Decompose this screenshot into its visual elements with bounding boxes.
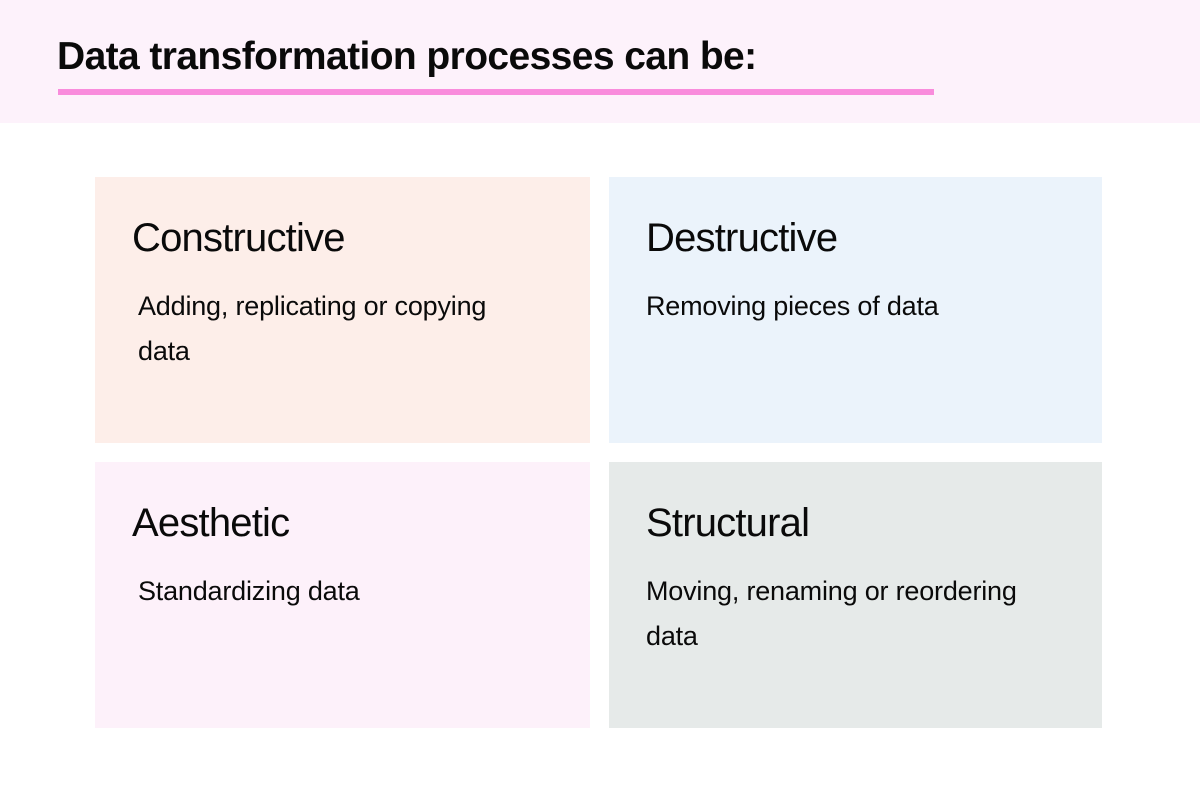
card-title: Constructive: [132, 216, 346, 260]
header-band: Data transformation processes can be:: [0, 0, 1200, 123]
card-constructive[interactable]: Constructive Adding, replicating or copy…: [95, 177, 590, 443]
title-underline-accent: [58, 89, 934, 95]
card-title: Destructive: [646, 216, 838, 260]
page-title: Data transformation processes can be:: [57, 35, 757, 78]
card-aesthetic[interactable]: Aesthetic Standardizing data: [95, 462, 590, 728]
card-description: Moving, renaming or reordering data: [646, 576, 1017, 651]
card-structural[interactable]: Structural Moving, renaming or reorderin…: [609, 462, 1102, 728]
card-destructive[interactable]: Destructive Removing pieces of data: [609, 177, 1102, 443]
card-grid: Constructive Adding, replicating or copy…: [95, 177, 1102, 728]
card-description: Removing pieces of data: [646, 291, 939, 321]
card-title: Aesthetic: [132, 501, 290, 545]
card-description: Adding, replicating or copying data: [138, 291, 487, 366]
card-title: Structural: [646, 501, 810, 545]
card-description: Standardizing data: [138, 576, 360, 606]
